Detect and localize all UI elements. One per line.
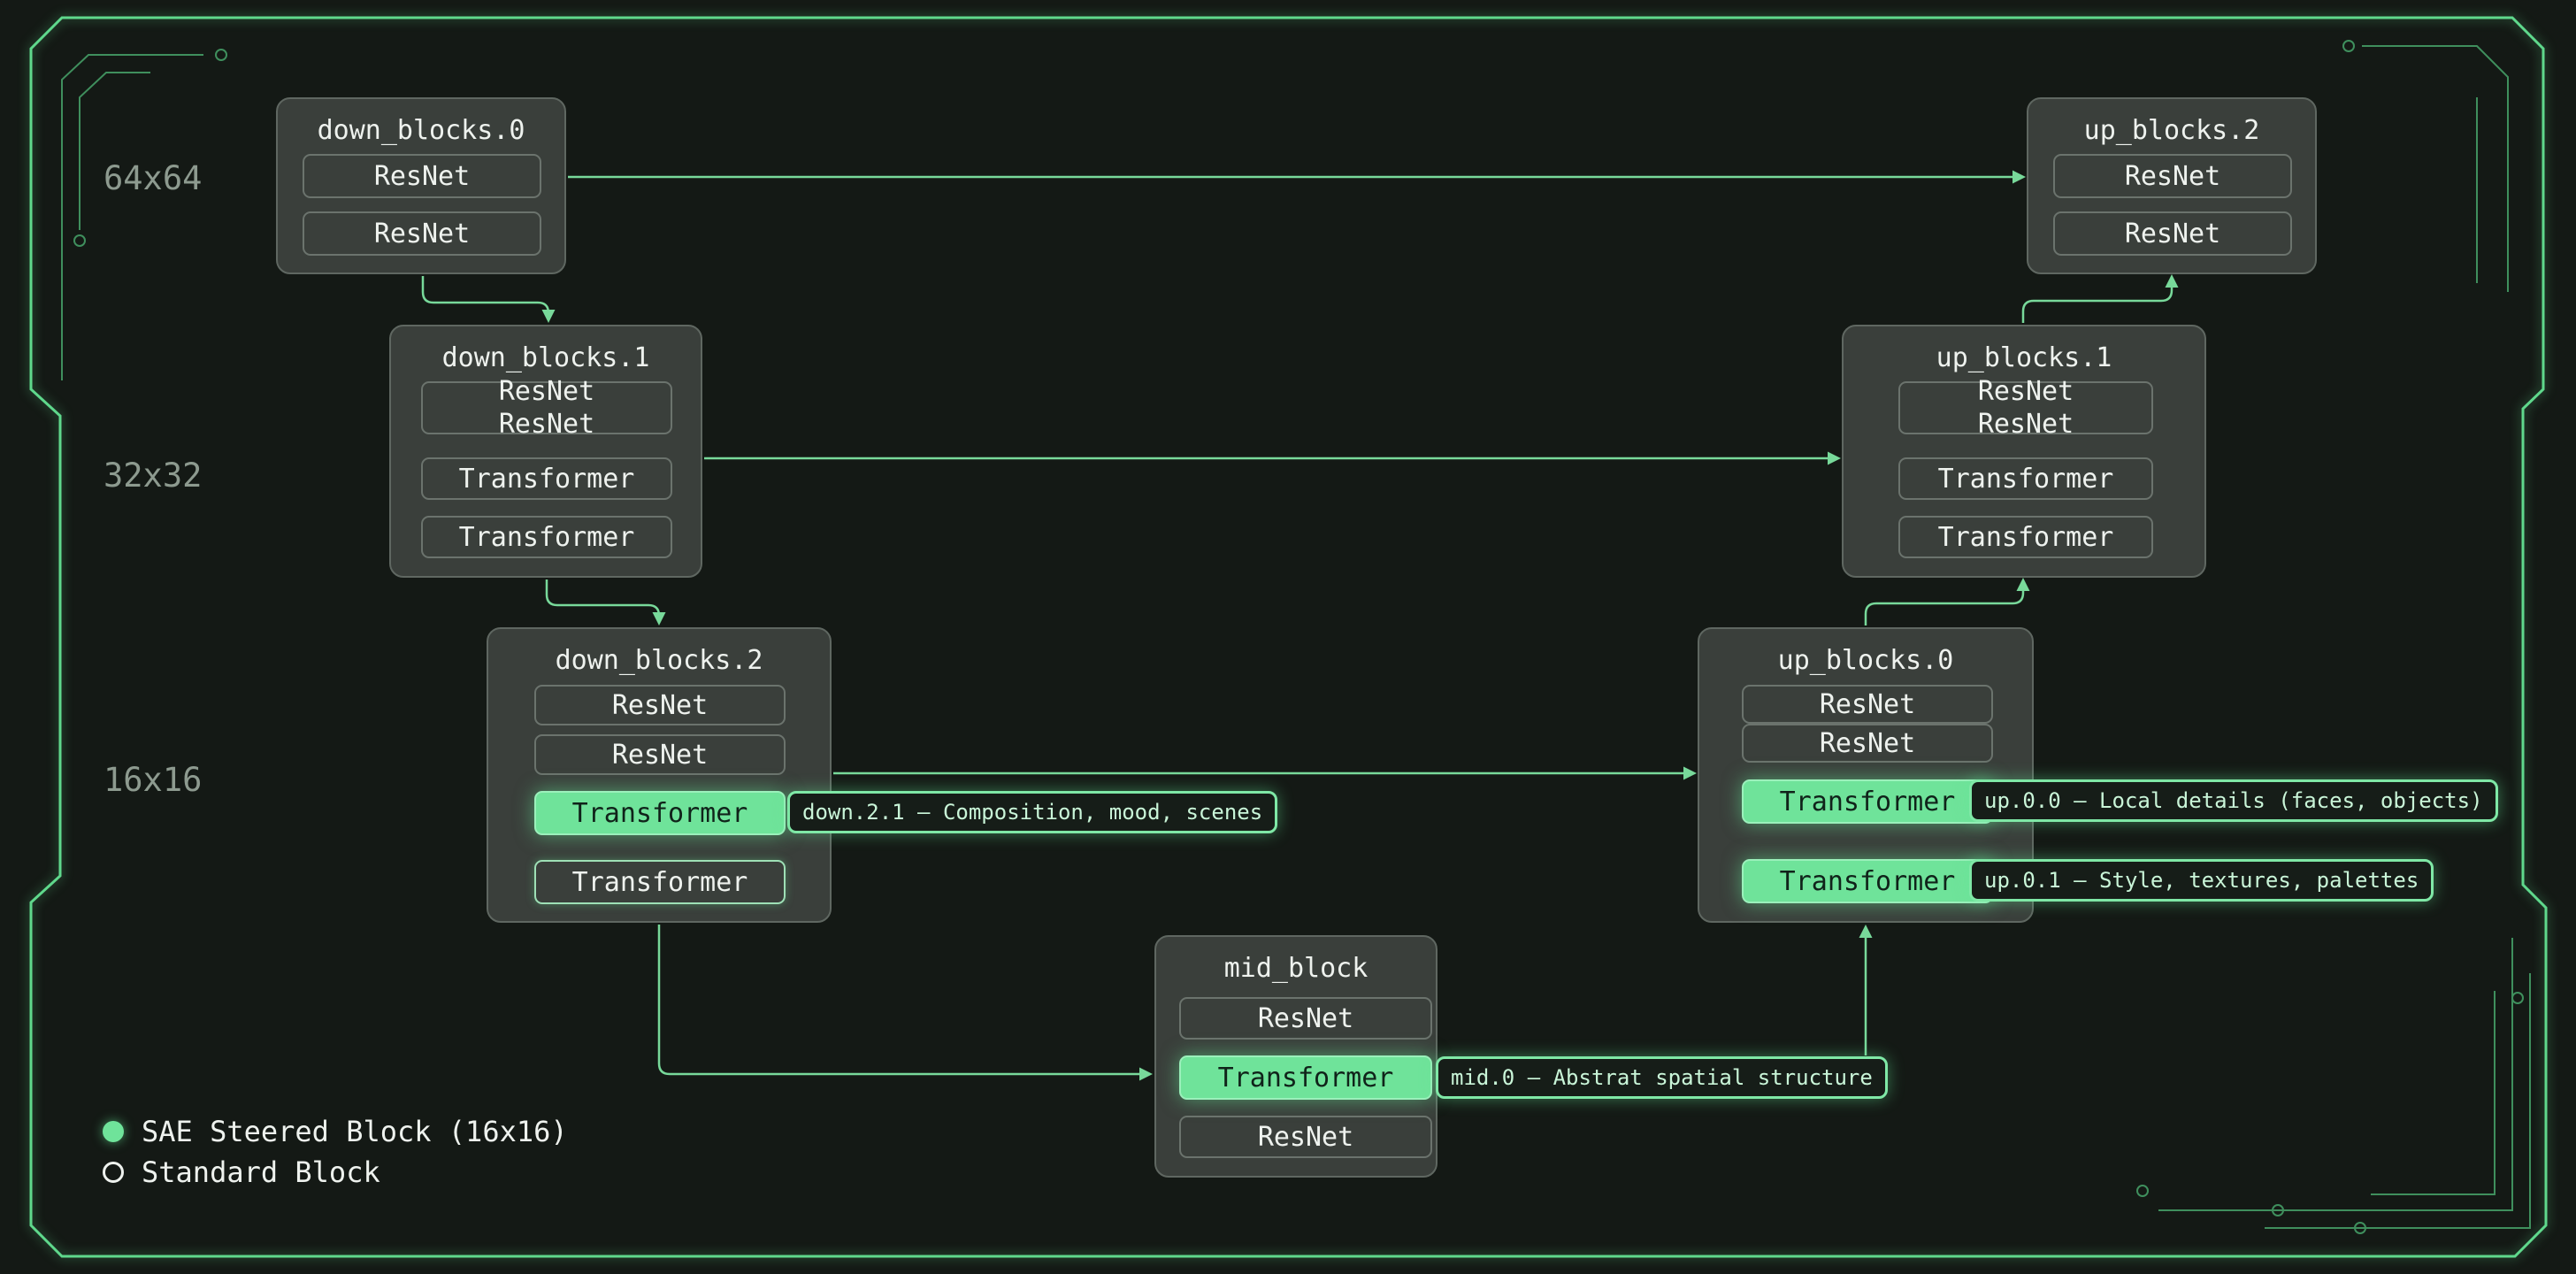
steering-tag-mid-0: mid.0 — Abstrat spatial structure (1436, 1056, 1888, 1099)
up-block-1[interactable]: up_blocks.1 ResNet ResNet Transformer Tr… (1842, 325, 2206, 578)
block-title: down_blocks.2 (555, 645, 763, 676)
transformer-layer[interactable]: Transformer (421, 457, 672, 500)
block-title: up_blocks.2 (2083, 115, 2260, 146)
resnet-layer[interactable]: ResNet (2053, 154, 2292, 198)
down-block-0[interactable]: down_blocks.0 ResNet ResNet (276, 97, 566, 274)
transformer-layer[interactable]: Transformer (1898, 516, 2153, 558)
resnet-label: ResNet (1977, 409, 2074, 440)
resnet-layer[interactable]: ResNet (1742, 685, 1993, 724)
up-block-2[interactable]: up_blocks.2 ResNet ResNet (2027, 97, 2317, 274)
steered-transformer-layer[interactable]: Transformer (1742, 779, 1993, 824)
block-title: mid_block (1223, 953, 1368, 984)
steered-transformer-layer[interactable]: Transformer (1179, 1055, 1432, 1100)
resnet-layer[interactable]: ResNet (2053, 211, 2292, 256)
hollow-dot-icon (103, 1162, 124, 1183)
resnet-layer[interactable]: ResNet (1742, 724, 1993, 763)
resnet-label: ResNet (498, 409, 595, 440)
resnet-pair-layer[interactable]: ResNet ResNet (421, 376, 672, 440)
resnet-layer[interactable]: ResNet (1179, 997, 1432, 1040)
block-title: up_blocks.1 (1936, 342, 2112, 373)
steering-tag-down-2-1: down.2.1 — Composition, mood, scenes (787, 791, 1278, 833)
legend-steered-label: SAE Steered Block (16x16) (142, 1115, 568, 1148)
steered-transformer-layer[interactable]: Transformer (1742, 859, 1993, 903)
resnet-layer[interactable]: ResNet (534, 685, 786, 725)
connector-up1-up2 (2021, 274, 2179, 323)
steering-tag-up-0-1: up.0.1 — Style, textures, palettes (1969, 859, 2434, 902)
steering-tag-up-0-0: up.0.0 — Local details (faces, objects) (1969, 779, 2498, 822)
mid-block[interactable]: mid_block ResNet Transformer ResNet (1154, 935, 1438, 1178)
resolution-label-16: 16x16 (104, 761, 203, 799)
block-title: down_blocks.0 (317, 115, 525, 146)
resnet-label: ResNet (498, 376, 595, 407)
legend-standard: Standard Block (103, 1155, 380, 1189)
resnet-label: ResNet (1977, 376, 2074, 407)
legend-steered: SAE Steered Block (16x16) (103, 1115, 568, 1148)
resnet-layer[interactable]: ResNet (534, 734, 786, 775)
connector-up0-up1 (1864, 578, 2030, 625)
connector-down2-mid (657, 925, 1153, 1081)
resnet-layer[interactable]: ResNet (303, 211, 541, 256)
filled-dot-icon (103, 1121, 124, 1142)
resnet-layer[interactable]: ResNet (1179, 1116, 1432, 1158)
block-title: down_blocks.1 (441, 342, 650, 373)
legend-standard-label: Standard Block (142, 1155, 380, 1189)
transformer-layer[interactable]: Transformer (1898, 457, 2153, 500)
block-title: up_blocks.0 (1777, 645, 1954, 676)
down-block-1[interactable]: down_blocks.1 ResNet ResNet Transformer … (389, 325, 702, 578)
resolution-label-64: 64x64 (104, 159, 203, 197)
resnet-pair-layer[interactable]: ResNet ResNet (1898, 376, 2153, 440)
steered-transformer-layer[interactable]: Transformer (534, 791, 786, 835)
transformer-layer[interactable]: Transformer (421, 516, 672, 558)
connector-down1-down2 (545, 579, 666, 625)
down-block-2[interactable]: down_blocks.2 ResNet ResNet Transformer … (487, 627, 832, 923)
transformer-layer[interactable]: Transformer (534, 860, 786, 904)
connector-down0-down1 (421, 276, 556, 323)
resolution-label-32: 32x32 (104, 457, 203, 495)
resnet-layer[interactable]: ResNet (303, 154, 541, 198)
